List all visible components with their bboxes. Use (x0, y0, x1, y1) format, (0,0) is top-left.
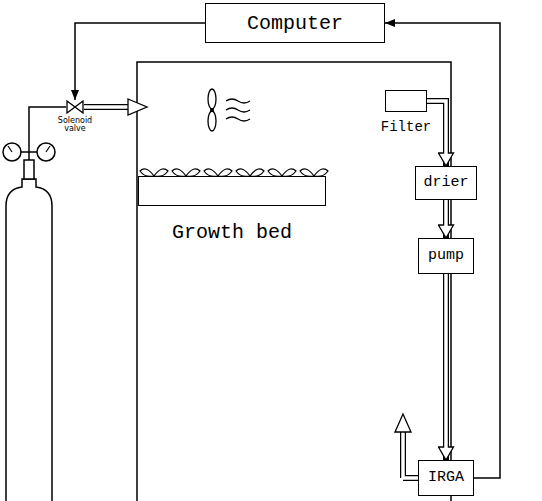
node-label: Computer (247, 12, 343, 35)
pressure-gauge (37, 143, 55, 161)
gas-pipe-bore (84, 105, 129, 109)
gauge-needle (46, 146, 50, 152)
computer-box: Computer (205, 3, 385, 43)
pipe-bore (444, 274, 448, 449)
fan-blade (208, 89, 216, 109)
valve-symbol (66, 100, 84, 114)
regulator-body (24, 160, 34, 179)
solenoid-valve: Solenoid valve (66, 100, 84, 114)
growth-bed: Growth bed (138, 176, 326, 206)
pipe-wall (443, 200, 449, 238)
valve-half (67, 101, 75, 113)
irga-box: IRGA (418, 460, 474, 496)
gas-pipe (446, 200, 447, 238)
return-arrow (395, 414, 411, 432)
node-label: drier (423, 174, 468, 191)
node-label: IRGA (428, 469, 464, 486)
pipe-bore (444, 200, 448, 227)
gas-pipe (446, 274, 447, 460)
gas-inlet-arrow (128, 99, 147, 115)
gas-cylinder (6, 179, 52, 501)
signal-line (75, 23, 205, 100)
gauge-needle (8, 146, 12, 152)
return-pipe-bore (403, 431, 419, 478)
valve-half (75, 101, 83, 113)
fan-hub (210, 108, 214, 112)
node-label: Filter (381, 119, 431, 135)
node-label: pump (428, 247, 464, 264)
air-flow (226, 99, 250, 121)
node-label: Solenoid valve (51, 117, 99, 134)
gas-line (29, 107, 66, 160)
drier-box: drier (415, 166, 477, 200)
fan-blade (208, 111, 216, 131)
gas-pipe (84, 104, 128, 110)
signal-wire (385, 23, 500, 478)
signal-line (385, 23, 500, 478)
pressure-gauge (3, 143, 21, 161)
filter: Filter (385, 90, 427, 112)
pump-box: pump (418, 238, 474, 274)
node-label: Growth bed (172, 221, 292, 244)
signal-wire (75, 23, 205, 100)
pipe-wall (443, 274, 449, 460)
growth-chamber (137, 62, 451, 501)
